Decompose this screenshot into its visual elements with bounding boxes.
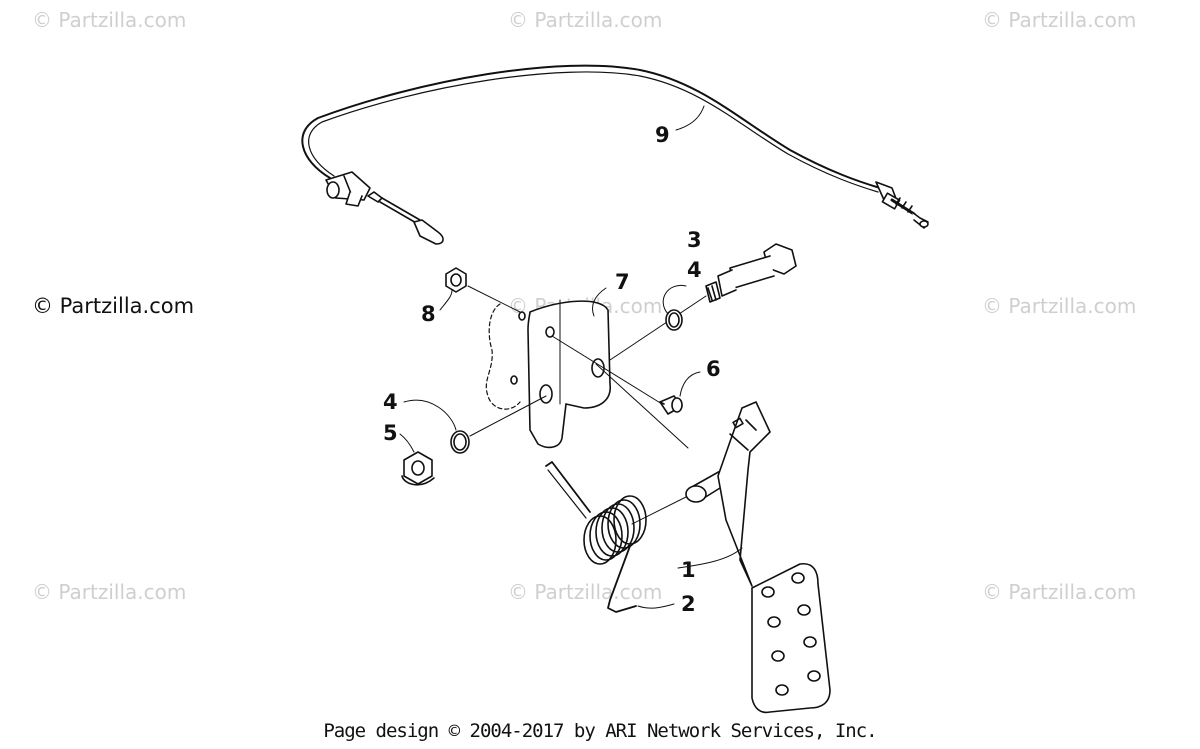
watermark-middle-left: © Partzilla.com xyxy=(32,294,195,318)
callout-5: 5 xyxy=(383,421,398,445)
callout-leader-6 xyxy=(679,371,701,397)
assembly-line-4-lower xyxy=(469,395,547,437)
callout-leader-8 xyxy=(439,289,453,311)
watermark-bottom-center: © Partzilla.com xyxy=(508,580,663,604)
callout-4-lower: 4 xyxy=(383,390,398,414)
assembly-line-1 xyxy=(595,363,689,449)
part-7-bracket[interactable] xyxy=(485,299,611,449)
part-4-o-ring-upper[interactable] xyxy=(665,309,683,331)
part-2-torsion-spring[interactable] xyxy=(545,461,647,613)
callout-7: 7 xyxy=(615,270,630,294)
callout-leader-4-lower xyxy=(403,399,457,431)
watermark-top-center: © Partzilla.com xyxy=(508,8,663,32)
watermark-top-right: © Partzilla.com xyxy=(982,8,1137,32)
callout-2: 2 xyxy=(681,592,696,616)
part-6-screw[interactable] xyxy=(659,395,683,415)
page-footer-copyright: Page design © 2004-2017 by ARI Network S… xyxy=(323,720,877,742)
assembly-line-2 xyxy=(631,493,693,525)
callout-leader-4-upper xyxy=(662,284,687,315)
callout-leader-9 xyxy=(675,105,705,131)
watermark-middle-right: © Partzilla.com xyxy=(982,294,1137,318)
callout-3: 3 xyxy=(687,228,702,252)
callout-4-upper: 4 xyxy=(687,258,702,282)
assembly-line-8 xyxy=(467,285,521,313)
callout-6: 6 xyxy=(706,357,721,381)
callout-8: 8 xyxy=(421,302,436,326)
callout-leader-5 xyxy=(399,433,415,453)
part-4-o-ring-lower[interactable] xyxy=(450,430,470,454)
watermark-top-left: © Partzilla.com xyxy=(32,8,187,32)
callout-leader-1 xyxy=(677,547,743,569)
watermark-bottom-right: © Partzilla.com xyxy=(982,580,1137,604)
callout-leader-7 xyxy=(592,287,607,317)
part-5-flange-nut[interactable] xyxy=(401,451,435,486)
part-8-nut[interactable] xyxy=(445,267,467,293)
part-3-pivot-bolt[interactable] xyxy=(705,243,797,303)
callout-1: 1 xyxy=(681,558,696,582)
callout-9: 9 xyxy=(655,123,670,147)
part-1-throttle-pedal[interactable] xyxy=(685,401,831,714)
watermark-bottom-left: © Partzilla.com xyxy=(32,580,187,604)
assembly-line-3 xyxy=(609,295,707,361)
callout-leader-2 xyxy=(637,603,675,609)
assembly-line-6 xyxy=(551,335,663,405)
part-9-throttle-cable[interactable] xyxy=(301,64,929,245)
